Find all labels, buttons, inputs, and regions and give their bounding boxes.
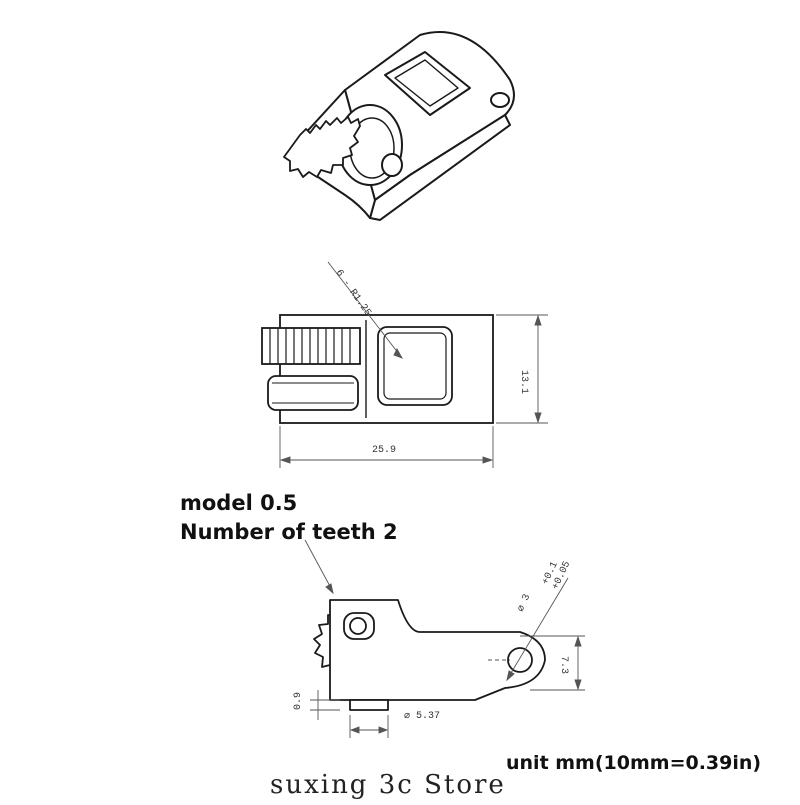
offset-arrow-top bbox=[574, 635, 582, 647]
offset-arrow-bottom bbox=[574, 679, 582, 691]
shaft-arrow-left bbox=[349, 726, 360, 734]
radius-leader bbox=[327, 261, 403, 359]
store-watermark: suxing 3c Store bbox=[270, 770, 506, 800]
shaft-arrow-right bbox=[378, 726, 389, 734]
top-view-pulley bbox=[267, 375, 359, 411]
pulley-hole bbox=[381, 153, 403, 177]
side-view-shaft bbox=[349, 699, 389, 711]
side-view-dimensions bbox=[304, 539, 585, 738]
top-view-window-inner bbox=[383, 332, 447, 400]
radius-arrow bbox=[393, 348, 403, 359]
hole-label: ⌀ 3 bbox=[516, 593, 534, 614]
width-label: 25.9 bbox=[372, 445, 396, 456]
pivot-hole-right bbox=[490, 92, 510, 108]
height-arrow-bottom bbox=[534, 412, 542, 424]
top-view-gear bbox=[261, 327, 361, 365]
hole-leader bbox=[507, 577, 569, 679]
top-gear-band bbox=[261, 327, 361, 365]
thickness-label: 0.9 bbox=[293, 692, 304, 710]
top-view-dimensions bbox=[279, 261, 548, 468]
side-view-hub-hole bbox=[349, 617, 367, 635]
width-arrow-left bbox=[279, 456, 291, 464]
width-arrow-right bbox=[482, 456, 494, 464]
gear-iso bbox=[283, 116, 361, 178]
square-window-inner bbox=[394, 59, 459, 107]
unit-note: unit mm(10mm=0.39in) bbox=[506, 752, 762, 774]
model-note: model 0.5 bbox=[180, 491, 298, 515]
side-view-pivot-hole bbox=[507, 647, 533, 673]
radius-label: 6 - R1.25 bbox=[333, 268, 373, 319]
side-view bbox=[313, 599, 546, 711]
hole-arrow bbox=[506, 670, 515, 682]
height-arrow-top bbox=[534, 314, 542, 326]
isometric-view bbox=[283, 31, 515, 221]
height-label: 13.1 bbox=[518, 370, 529, 394]
teeth-arrow bbox=[325, 583, 334, 595]
top-view bbox=[261, 314, 494, 424]
side-view-arm bbox=[329, 599, 546, 701]
offset-label: 7.3 bbox=[558, 656, 569, 674]
teeth-note: Number of teeth 2 bbox=[180, 520, 398, 544]
teeth-leader bbox=[304, 539, 333, 591]
shaft-label: ⌀ 5.37 bbox=[404, 711, 440, 722]
